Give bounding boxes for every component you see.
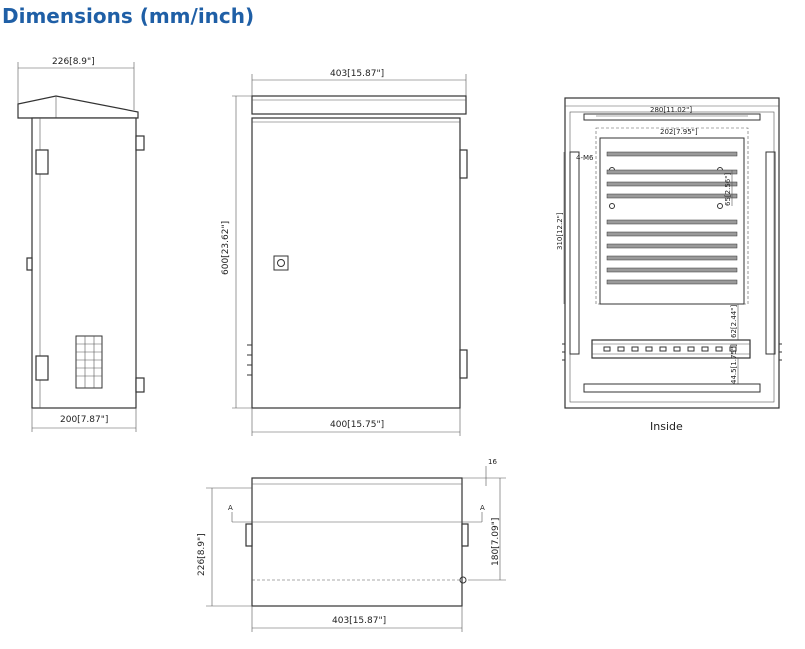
front-top-width-label: 403[15.87"] <box>330 69 384 79</box>
inside-caption: Inside <box>650 420 683 433</box>
top-depth-label: 226[8.9"] <box>197 533 207 576</box>
inside-inner-spacing-label: 65[2.56"] <box>724 173 732 206</box>
inside-plate-width-label: 202[7.95"] <box>660 128 698 136</box>
front-height-label: 600[23.62"] <box>221 221 231 275</box>
inside-hole-label: 4-M6 <box>576 154 594 162</box>
top-inner-depth-label: 180[7.09"] <box>491 518 501 566</box>
inside-view: 280[11.02"] 202[7.95"] 4-M6 65[2.56"] <box>556 97 782 433</box>
front-view: 403[15.87"] 600[23.62"] 400[15.75"] <box>221 69 468 436</box>
inside-lower-spacing-label: 62[2.44"] <box>730 305 738 338</box>
terminal-rows <box>606 151 738 285</box>
section-mark-right: A <box>480 504 485 512</box>
din-rail <box>591 339 751 359</box>
section-mark-left: A <box>228 504 233 512</box>
side-vent <box>75 335 103 389</box>
inside-rail-spacing-label: 44.5[1.75"] <box>730 344 738 384</box>
top-offset-label: 16 <box>488 458 497 466</box>
top-width-label: 403[15.87"] <box>332 616 386 626</box>
inside-outer-width-label: 280[11.02"] <box>650 106 692 114</box>
top-view: A A 226[8.9"] 180[7.09"] 16 403[15.87"] <box>197 458 506 632</box>
front-bottom-width-label: 400[15.75"] <box>330 420 384 430</box>
side-top-width-label: 226[8.9"] <box>52 57 95 67</box>
inside-height-label: 310[12.2"] <box>556 212 564 250</box>
side-bottom-width-label: 200[7.87"] <box>60 415 108 425</box>
side-view: 226[8.9"] 200[7.87"] <box>17 57 145 432</box>
page-title: Dimensions (mm/inch) <box>2 4 255 28</box>
